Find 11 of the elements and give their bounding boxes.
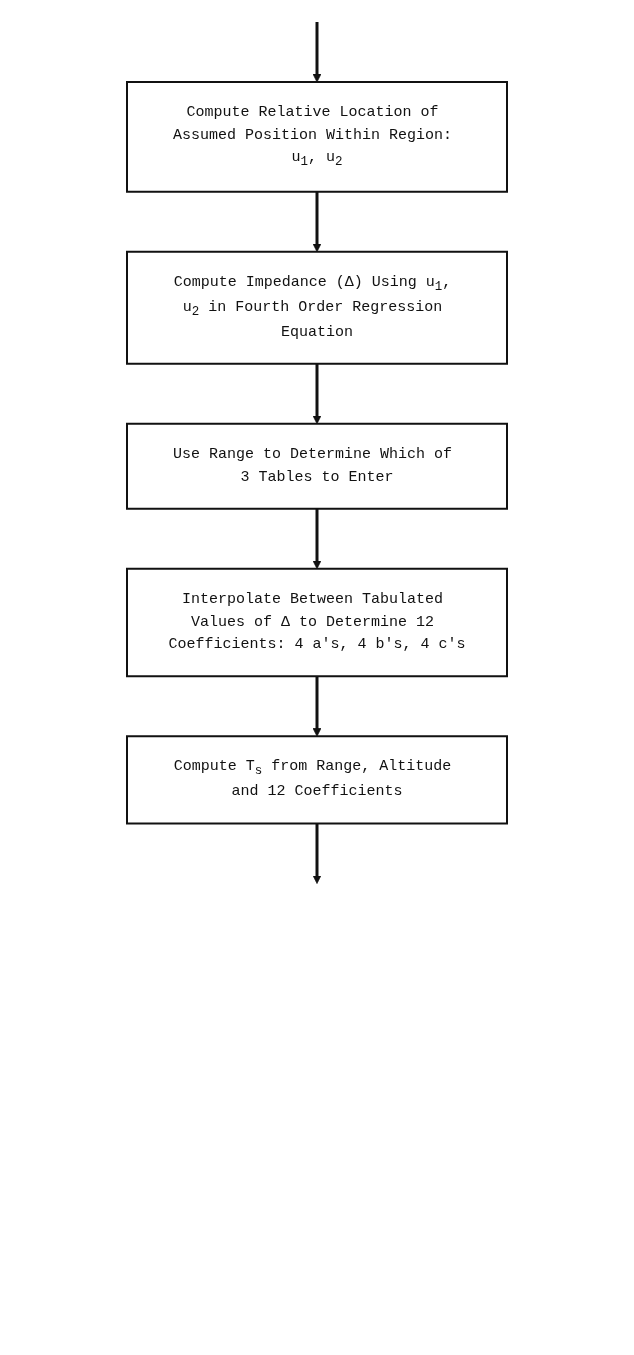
- arrow: [312, 363, 322, 425]
- node-box: Compute Impedance (Δ) Using u$_{1}$, u$_{2}$ in Fourth Order Regression Equation: [126, 250, 508, 365]
- arrow: [312, 676, 322, 737]
- arrow: [312, 508, 322, 570]
- node-box: Compute T$_{s}$ from Range, Altitude and 12 Coefficients: [126, 735, 508, 825]
- arrow: [312, 823, 322, 884]
- arrow: [312, 22, 322, 83]
- node-box: Compute Relative Location of Assumed Position Within Region: u$_{1}$, u$_{2}$: [126, 81, 508, 193]
- node-box: Interpolate Between Tabulated Values of Δ to Determine 12 Coefficients: 4 a's, 4 b's, 4 c's: [126, 567, 508, 678]
- arrow: [312, 191, 322, 253]
- node-box: Use Range to Determine Which of 3 Tables to Enter: [126, 422, 508, 510]
